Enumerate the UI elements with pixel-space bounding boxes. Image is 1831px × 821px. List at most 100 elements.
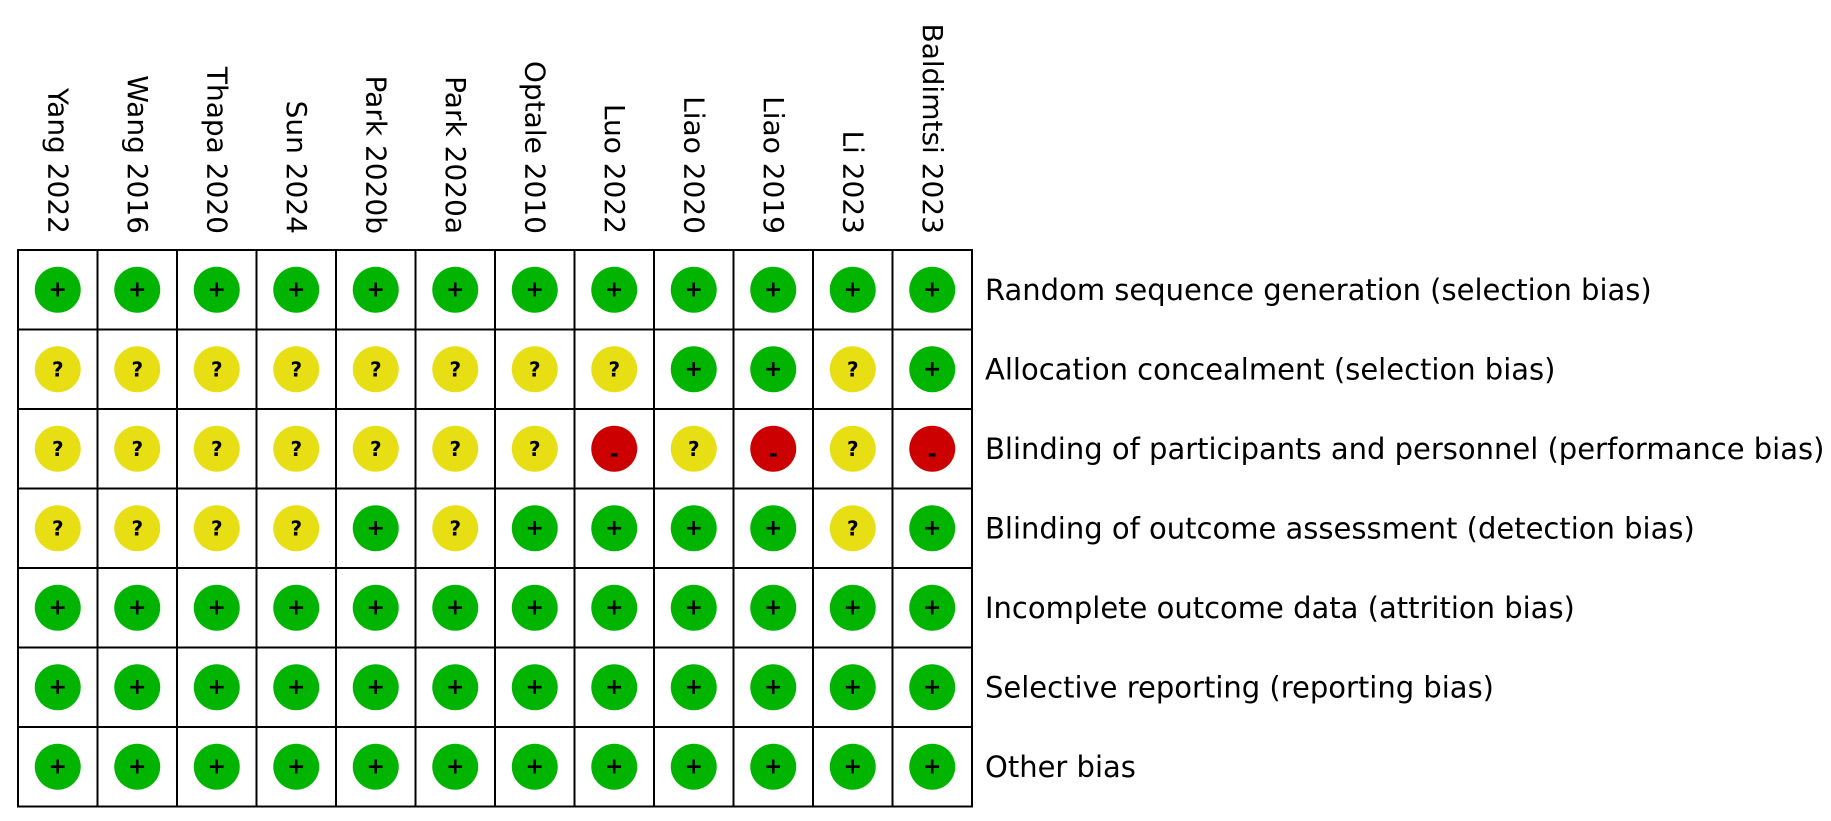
low-risk-icon (909, 584, 956, 631)
low-risk-icon (909, 743, 956, 790)
unclear-risk-icon (114, 346, 161, 393)
judgement-symbol: + (605, 595, 623, 620)
unclear-risk-icon (829, 425, 876, 472)
low-risk-icon (750, 664, 797, 711)
low-risk-icon (750, 584, 797, 631)
low-risk-icon (829, 664, 876, 711)
low-risk-icon (114, 584, 161, 631)
judgement-symbol: + (367, 675, 385, 700)
judgement-symbol: + (764, 675, 782, 700)
low-risk-icon (909, 664, 956, 711)
judgement-symbol: + (367, 277, 385, 302)
judgement-symbol: + (844, 277, 862, 302)
judgement-symbol: + (446, 595, 464, 620)
low-risk-icon (670, 584, 717, 631)
study-label-li-2023: Li 2023 (836, 130, 869, 234)
low-risk-icon (34, 743, 81, 790)
low-risk-icon (670, 664, 717, 711)
low-risk-icon (193, 266, 240, 313)
judgement-symbol: ? (211, 437, 223, 461)
study-label-wang-2016: Wang 2016 (121, 75, 154, 234)
judgement-symbol: + (446, 277, 464, 302)
unclear-risk-icon (511, 425, 558, 472)
domain-label-selective-reporting-reporting-bias: Selective reporting (reporting bias) (985, 670, 1494, 704)
low-risk-icon (273, 743, 320, 790)
judgement-symbol: + (923, 357, 941, 382)
judgement-symbol: + (208, 277, 226, 302)
unclear-risk-icon (34, 505, 81, 552)
judgement-symbol: + (526, 675, 544, 700)
judgement-symbol: ? (449, 437, 461, 461)
judgement-symbol: + (764, 754, 782, 779)
judgement-symbol: ? (290, 357, 302, 381)
judgement-symbol: ? (131, 357, 143, 381)
judgement-symbol: + (923, 675, 941, 700)
judgement-symbol: + (446, 675, 464, 700)
study-label-liao-2019: Liao 2019 (757, 96, 790, 234)
judgement-symbol: + (844, 595, 862, 620)
unclear-risk-icon (511, 346, 558, 393)
grid-cell (653, 726, 735, 808)
judgement-symbol: + (49, 675, 67, 700)
judgement-symbol: + (605, 277, 623, 302)
judgement-symbol: + (128, 277, 146, 302)
judgement-symbol: + (526, 516, 544, 541)
low-risk-icon (352, 743, 399, 790)
study-label-baldimtsi-2023: Baldimtsi 2023 (916, 24, 949, 234)
low-risk-icon (432, 664, 479, 711)
low-risk-icon (591, 664, 638, 711)
low-risk-icon (591, 743, 638, 790)
domain-label-other-bias: Other bias (985, 750, 1136, 784)
domain-label-random-sequence-generation-selection-bias: Random sequence generation (selection bi… (985, 273, 1652, 307)
judgement-symbol: + (685, 595, 703, 620)
judgement-symbol: + (128, 595, 146, 620)
judgement-symbol: + (685, 675, 703, 700)
low-risk-icon (432, 584, 479, 631)
judgement-symbol: ? (370, 437, 382, 461)
judgement-symbol: + (923, 516, 941, 541)
judgement-symbol: ? (290, 516, 302, 540)
unclear-risk-icon (193, 505, 240, 552)
low-risk-icon (750, 743, 797, 790)
unclear-risk-icon (352, 425, 399, 472)
domain-label-blinding-of-participants-and-personnel-performance-bias: Blinding of participants and personnel (… (985, 432, 1824, 466)
judgement-symbol: + (287, 277, 305, 302)
unclear-risk-icon (273, 505, 320, 552)
low-risk-icon (352, 664, 399, 711)
unclear-risk-icon (591, 346, 638, 393)
low-risk-icon (273, 584, 320, 631)
grid-cell (255, 408, 337, 490)
judgement-symbol: + (367, 754, 385, 779)
high-risk-icon (909, 425, 956, 472)
judgement-symbol: + (605, 516, 623, 541)
low-risk-icon (511, 266, 558, 313)
low-risk-icon (352, 505, 399, 552)
judgement-grid: ++++++++++++????????++?+???????-?-?-????… (17, 249, 973, 808)
unclear-risk-icon (432, 505, 479, 552)
low-risk-icon (114, 743, 161, 790)
unclear-risk-icon (34, 346, 81, 393)
judgement-symbol: ? (131, 437, 143, 461)
unclear-risk-icon (193, 425, 240, 472)
judgement-symbol: + (49, 595, 67, 620)
study-label-liao-2020: Liao 2020 (677, 96, 710, 234)
low-risk-icon (273, 664, 320, 711)
judgement-symbol: ? (529, 437, 541, 461)
judgement-symbol: ? (370, 357, 382, 381)
low-risk-icon (511, 664, 558, 711)
judgement-symbol: + (526, 595, 544, 620)
domain-label-incomplete-outcome-data-attrition-bias: Incomplete outcome data (attrition bias) (985, 591, 1575, 625)
judgement-symbol: + (764, 277, 782, 302)
study-label-yang-2022: Yang 2022 (41, 87, 74, 234)
low-risk-icon (352, 266, 399, 313)
low-risk-icon (34, 266, 81, 313)
low-risk-icon (670, 346, 717, 393)
low-risk-icon (511, 505, 558, 552)
unclear-risk-icon (114, 425, 161, 472)
judgement-symbol: ? (847, 437, 859, 461)
low-risk-icon (352, 584, 399, 631)
judgement-symbol: - (928, 442, 937, 467)
domain-label-allocation-concealment-selection-bias: Allocation concealment (selection bias) (985, 352, 1555, 386)
